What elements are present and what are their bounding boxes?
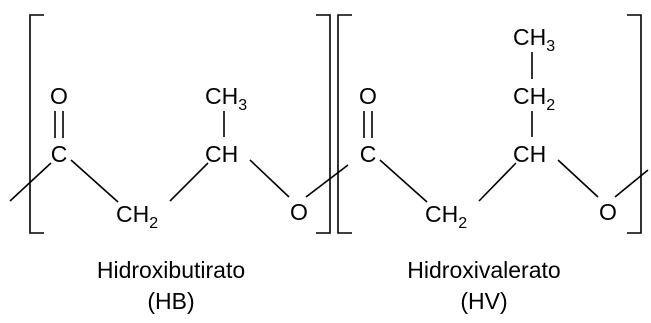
hv-methylene-group: CH2 (425, 201, 467, 232)
hb-ch2-ch-bond (169, 162, 209, 202)
hv-ester-oxygen: O (599, 199, 617, 225)
hb-ester-oxygen: O (290, 199, 308, 225)
hb-methyl-group: CH3 (205, 83, 247, 114)
hv-chain-out-bond (614, 169, 649, 198)
hb-hv-link-bond (305, 164, 349, 198)
hv-methyl-subscript: 3 (546, 38, 555, 55)
hv-ch-o-bond (557, 159, 599, 198)
hv-c-ch2-bond (379, 159, 428, 203)
hv-right-bracket (627, 14, 642, 234)
hb-unit: O C CH2 CH CH3 O Hidroxibutirato (HB) (9, 14, 349, 314)
hb-ch-o-bond (249, 159, 290, 198)
hb-methyl-subscript: 3 (238, 97, 247, 114)
hv-methylene-subscript: 2 (458, 215, 467, 232)
hb-methylene-group: CH2 (116, 201, 158, 232)
hv-ethyl-ch2-group: CH2 (513, 83, 555, 114)
hb-methylene-label: CH (116, 201, 149, 227)
hv-carbonyl-oxygen: O (359, 83, 377, 109)
hv-carbonyl-carbon: C (360, 141, 377, 167)
hb-c-ch2-bond (70, 159, 119, 203)
hv-left-bracket (337, 14, 352, 234)
hb-methyl-label: CH (205, 83, 238, 109)
hb-left-bracket (29, 14, 44, 234)
hv-unit: O C CH2 CH CH2 CH3 O Hidroxivalerato (HV… (337, 14, 649, 314)
hv-ch2-ch-bond (478, 162, 517, 202)
hb-chain-in-bond (9, 162, 52, 202)
hv-caption-name: Hidroxivalerato (407, 257, 560, 283)
hv-ethyl-ch2-subscript: 2 (546, 97, 555, 114)
hv-methylene-label: CH (425, 201, 458, 227)
hb-methine-group: CH (205, 141, 238, 167)
hv-ethyl-ch2-label: CH (513, 83, 546, 109)
hv-methyl-label: CH (513, 24, 546, 50)
hb-caption-abbr: (HB) (147, 288, 194, 314)
hv-caption-abbr: (HV) (460, 288, 507, 314)
hb-right-bracket (316, 14, 331, 234)
hb-methylene-subscript: 2 (149, 215, 158, 232)
hv-methyl-group: CH3 (513, 24, 555, 55)
hb-carbonyl-carbon: C (51, 141, 68, 167)
hv-methine-group: CH (513, 141, 546, 167)
hb-caption-name: Hidroxibutirato (97, 257, 245, 283)
hb-carbonyl-oxygen: O (50, 83, 68, 109)
